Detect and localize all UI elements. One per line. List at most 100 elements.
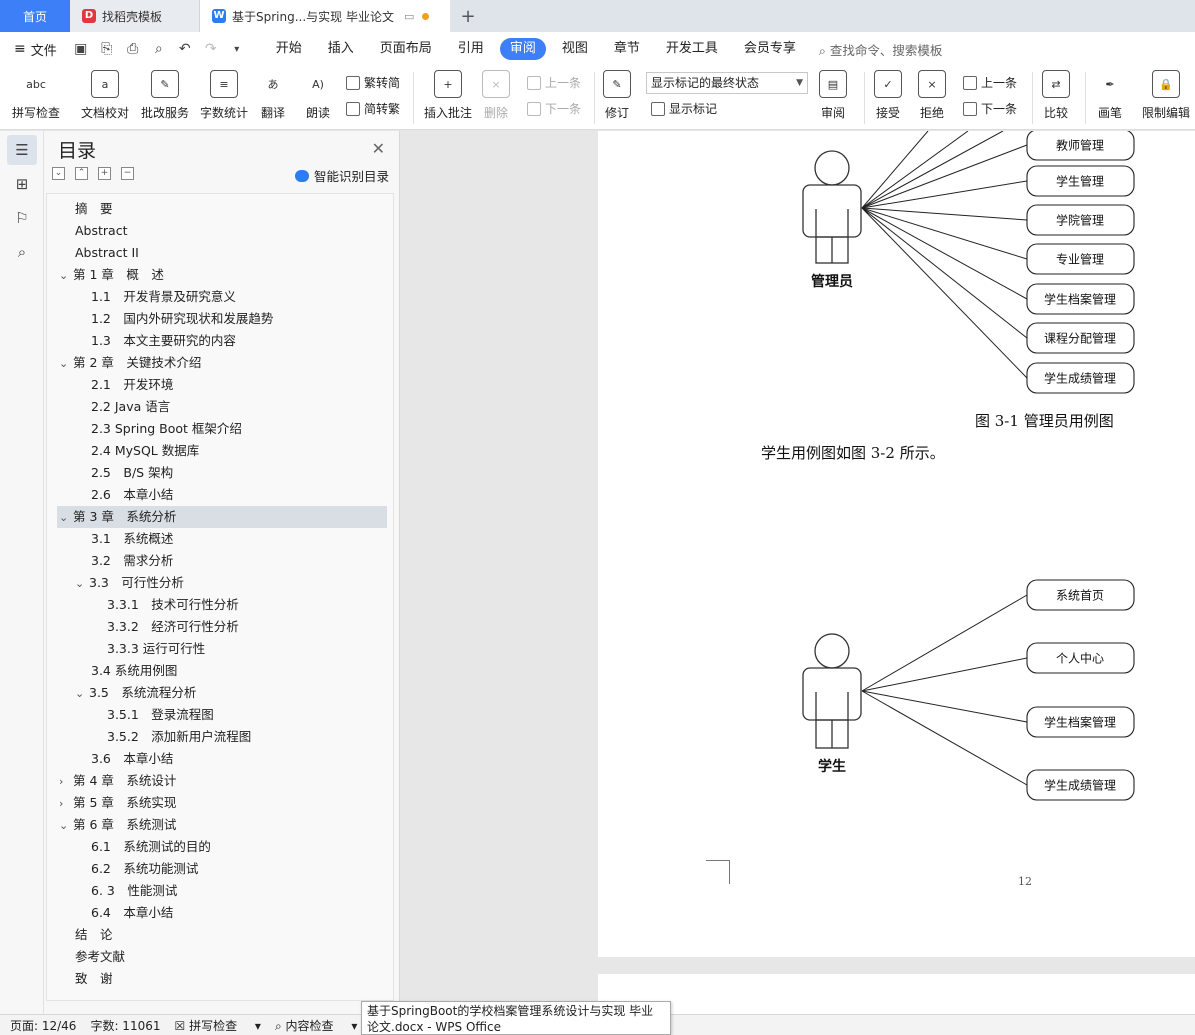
menu-insert[interactable]: 插入 <box>327 41 354 56</box>
toc-item[interactable]: 1.2 国内外研究现状和发展趋势 <box>91 308 273 330</box>
doc-check-button[interactable]: a 文档校对 <box>81 70 129 121</box>
print-icon[interactable]: ⎙ <box>127 41 139 57</box>
toc-item[interactable]: 3.3.1 技术可行性分析 <box>107 594 239 616</box>
toc-item[interactable]: ⌄第 1 章 概 述 <box>59 264 164 286</box>
toc-item[interactable]: 2.6 本章小结 <box>91 484 173 506</box>
undo-icon[interactable]: ↶ <box>178 41 191 57</box>
toc-item[interactable]: ⌄3.5 系统流程分析 <box>75 682 196 704</box>
next-comment-button[interactable]: 下一条 <box>527 100 581 117</box>
toc-item[interactable]: 3.5.1 登录流程图 <box>107 704 214 726</box>
collapse-all-icon[interactable]: ⌄ <box>52 167 65 180</box>
menu-references[interactable]: 引用 <box>457 41 484 56</box>
toc-item[interactable]: 2.5 B/S 架构 <box>91 462 173 484</box>
customize-dropdown-icon[interactable]: ▾ <box>234 43 240 55</box>
chevron-right-icon[interactable]: › <box>59 797 64 810</box>
toc-item[interactable]: Abstract II <box>75 242 139 264</box>
close-icon[interactable]: ✕ <box>371 139 385 158</box>
markup-state-select[interactable]: 显示标记的最终状态 ▼ <box>646 72 808 94</box>
prev-change-button[interactable]: 上一条 <box>963 74 1017 91</box>
pen-button[interactable]: ✒ 画笔 <box>1096 70 1124 121</box>
toc-item[interactable]: 6.2 系统功能测试 <box>91 858 198 880</box>
menu-start[interactable]: 开始 <box>275 41 302 56</box>
remove-level-icon[interactable]: − <box>121 167 134 180</box>
review-pane-button[interactable]: ▤ 审阅 <box>819 70 847 121</box>
toc-item[interactable]: ⌄第 3 章 系统分析 <box>59 506 176 528</box>
toc-nav-icon[interactable]: ☰ <box>7 135 37 165</box>
chevron-down-icon[interactable]: ⌄ <box>59 357 69 370</box>
chevron-down-icon[interactable]: ⌄ <box>59 511 69 524</box>
toc-item[interactable]: ⌄第 2 章 关键技术介绍 <box>59 352 201 374</box>
spell-check-button[interactable]: abc 拼写检查 <box>12 70 60 121</box>
toc-item[interactable]: ›第 5 章 系统实现 <box>59 792 176 814</box>
toc-item[interactable]: 1.3 本文主要研究的内容 <box>91 330 236 352</box>
save-icon[interactable]: ▣ <box>74 41 88 57</box>
toc-item[interactable]: 2.2 Java 语言 <box>91 396 170 418</box>
toc-item[interactable]: 3.2 需求分析 <box>91 550 173 572</box>
menu-section[interactable]: 章节 <box>613 41 640 56</box>
delete-comment-button[interactable]: × 删除 <box>482 70 510 121</box>
toc-item[interactable]: 致 谢 <box>75 968 113 990</box>
expand-up-icon[interactable]: ⌃ <box>75 167 88 180</box>
toc-item[interactable]: 3.5.2 添加新用户流程图 <box>107 726 251 748</box>
toc-item[interactable]: 参考文献 <box>75 946 125 968</box>
redo-icon[interactable]: ↷ <box>204 41 217 57</box>
monitor-icon[interactable]: ▭ <box>403 9 415 23</box>
word-count-indicator[interactable]: 字数: 11061 <box>90 1018 161 1033</box>
accept-button[interactable]: ✓ 接受 <box>874 70 902 121</box>
status-content-check[interactable]: ⌕ 内容检查 ▾ <box>274 1018 358 1033</box>
trad-to-simp-button[interactable]: 繁转简 <box>346 74 400 91</box>
page-indicator[interactable]: 页面: 12/46 <box>10 1018 77 1033</box>
chevron-down-icon[interactable]: ⌄ <box>59 819 69 832</box>
tab-document[interactable]: W 基于Spring...与实现 毕业论文 ▭ <box>200 0 450 32</box>
bookmark-icon[interactable]: ⚐ <box>15 209 29 227</box>
toc-item[interactable]: ›第 4 章 系统设计 <box>59 770 176 792</box>
prev-comment-button[interactable]: 上一条 <box>527 74 581 91</box>
toc-item[interactable]: ⌄3.3 可行性分析 <box>75 572 184 594</box>
toc-item[interactable]: 摘 要 <box>75 198 113 220</box>
menu-review[interactable]: 审阅 <box>499 38 546 60</box>
chevron-down-icon[interactable]: ⌄ <box>59 269 69 282</box>
next-change-button[interactable]: 下一条 <box>963 100 1017 117</box>
status-spell-check[interactable]: ☒ 拼写检查 ▾ <box>174 1018 261 1033</box>
menu-view[interactable]: 视图 <box>561 41 588 56</box>
read-aloud-button[interactable]: A) 朗读 <box>304 70 332 121</box>
chevron-down-icon[interactable]: ⌄ <box>75 577 85 590</box>
compare-button[interactable]: ⇄ 比较 <box>1042 70 1070 121</box>
tab-templates[interactable]: D 找稻壳模板 <box>70 0 200 32</box>
restrict-edit-button[interactable]: 🔒 限制编辑 <box>1142 70 1190 121</box>
translate-button[interactable]: あ 翻译 <box>259 70 287 121</box>
chevron-down-icon[interactable]: ⌄ <box>75 687 85 700</box>
menu-member[interactable]: 会员专享 <box>743 41 796 56</box>
new-tab-button[interactable]: + <box>460 5 476 27</box>
print-preview-icon[interactable]: ⌕ <box>154 41 163 57</box>
toc-item[interactable]: 结 论 <box>75 924 113 946</box>
file-menu[interactable]: ≡ 文件 <box>14 40 57 59</box>
word-count-button[interactable]: ≡ 字数统计 <box>200 70 248 121</box>
toc-item[interactable]: 3.3.2 经济可行性分析 <box>107 616 239 638</box>
toc-item[interactable]: 2.4 MySQL 数据库 <box>91 440 199 462</box>
toc-item[interactable]: Abstract <box>75 220 127 242</box>
menu-developer[interactable]: 开发工具 <box>665 41 718 56</box>
toc-item[interactable]: 2.1 开发环境 <box>91 374 173 396</box>
toc-item[interactable]: 6.4 本章小结 <box>91 902 173 924</box>
show-markup-button[interactable]: 显示标记 <box>651 100 717 117</box>
export-pdf-icon[interactable]: ⎘ <box>101 41 113 57</box>
insert-comment-button[interactable]: + 插入批注 <box>424 70 472 121</box>
toc-item[interactable]: 1.1 开发背景及研究意义 <box>91 286 236 308</box>
command-search[interactable]: ⌕ 查找命令、搜索模板 <box>819 40 943 59</box>
toc-item[interactable]: ⌄第 6 章 系统测试 <box>59 814 176 836</box>
next-page[interactable] <box>598 974 1195 1014</box>
menu-page-layout[interactable]: 页面布局 <box>379 41 432 56</box>
toc-item[interactable]: 3.1 系统概述 <box>91 528 173 550</box>
review-service-button[interactable]: ✎ 批改服务 <box>141 70 189 121</box>
toc-item[interactable]: 3.3.3 运行可行性 <box>107 638 205 660</box>
track-changes-button[interactable]: ✎ 修订 <box>603 70 631 121</box>
reject-button[interactable]: × 拒绝 <box>918 70 946 121</box>
toc-item[interactable]: 2.3 Spring Boot 框架介绍 <box>91 418 242 440</box>
search-icon[interactable]: ⌕ <box>17 243 27 261</box>
chevron-right-icon[interactable]: › <box>59 775 64 788</box>
add-level-icon[interactable]: + <box>98 167 111 180</box>
chapter-nav-icon[interactable]: ⊞ <box>15 175 29 193</box>
smart-toc-button[interactable]: 智能识别目录 <box>294 166 389 185</box>
simp-to-trad-button[interactable]: 简转繁 <box>346 100 400 117</box>
